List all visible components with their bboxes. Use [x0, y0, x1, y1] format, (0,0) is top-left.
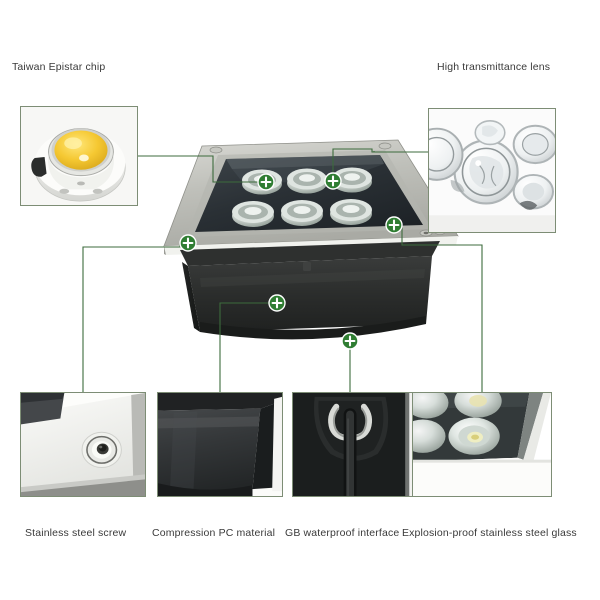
- led-lenses-through-glass-image: [413, 393, 551, 496]
- inset-stainless-steel-screw[interactable]: [20, 392, 146, 497]
- inset-high-transmittance-lens[interactable]: [428, 108, 556, 233]
- cable-gland-with-cable-image: [293, 393, 417, 496]
- corner-screw-marker[interactable]: [179, 234, 197, 252]
- inset-explosion-proof-glass[interactable]: [412, 392, 552, 497]
- label-high-transmittance-lens: High transmittance lens: [437, 61, 551, 73]
- label-stainless-steel-screw: Stainless steel screw: [25, 527, 127, 539]
- clear-optical-lenses-image: [429, 109, 555, 232]
- inset-gb-waterproof-interface[interactable]: [292, 392, 418, 497]
- steel-plate-screw-hole-image: [21, 393, 145, 496]
- label-explosion-proof-glass: Explosion-proof stainless steel glass: [402, 527, 577, 539]
- label-gb-waterproof-interface: GB waterproof interface: [285, 527, 400, 539]
- inset-epistar-chip[interactable]: [20, 106, 138, 206]
- lens-face-marker[interactable]: [257, 173, 275, 191]
- pc-housing-marker[interactable]: [268, 294, 286, 312]
- label-compression-pc-material: Compression PC material: [152, 527, 276, 539]
- frame-edge-marker[interactable]: [385, 216, 403, 234]
- glass-surface-marker[interactable]: [324, 172, 342, 190]
- inset-compression-pc-material[interactable]: [157, 392, 283, 497]
- cable-entry-marker[interactable]: [341, 332, 359, 350]
- label-taiwan-epistar-chip: Taiwan Epistar chip: [12, 61, 106, 73]
- led-chip-yellow-phosphor-image: [21, 107, 137, 205]
- dark-pc-housing-corner-image: [158, 393, 282, 496]
